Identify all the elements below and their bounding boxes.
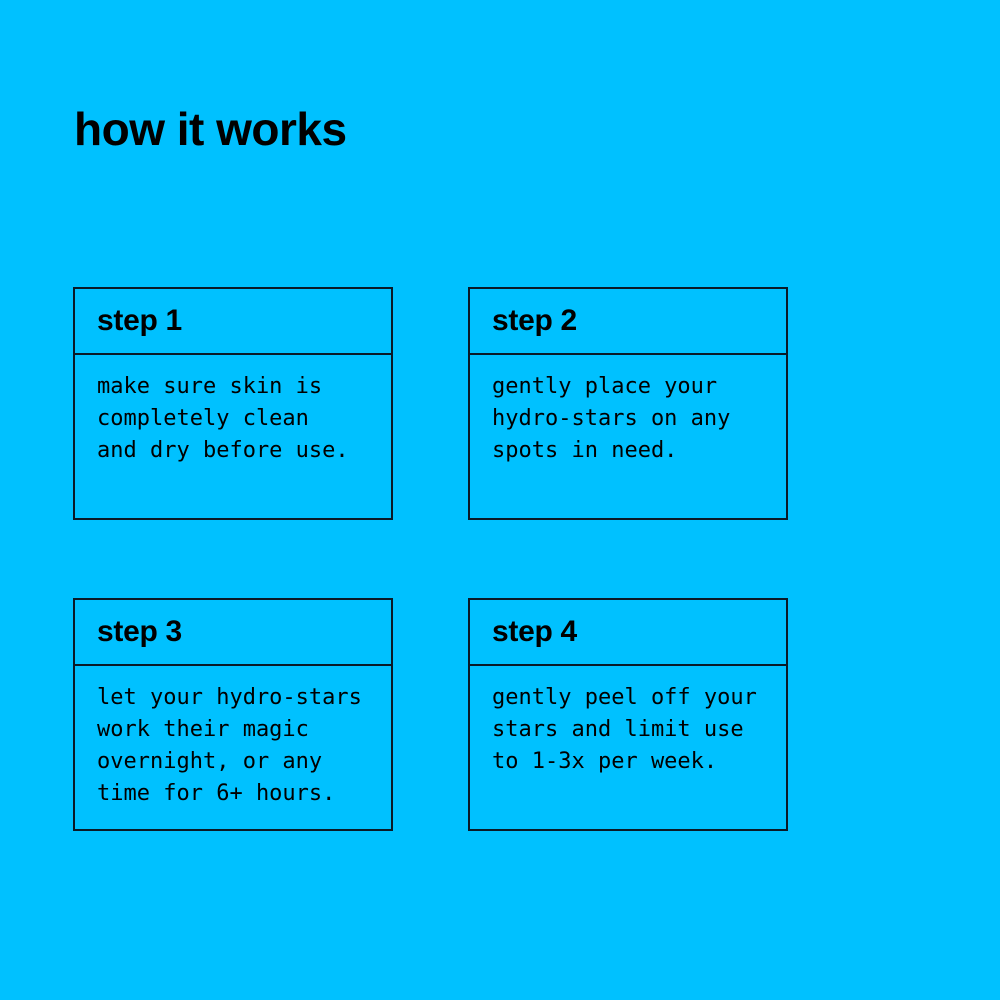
step-4-description: gently peel off your stars and limit use… — [492, 685, 757, 774]
step-4-label: step 4 — [492, 615, 577, 648]
step-card-2: step 2 gently place your hydro-stars on … — [468, 287, 788, 520]
step-card-3: step 3 let your hydro-stars work their m… — [73, 598, 393, 831]
step-card-3-header: step 3 — [75, 600, 391, 666]
step-card-4: step 4 gently peel off your stars and li… — [468, 598, 788, 831]
step-3-description: let your hydro-stars work their magic ov… — [97, 685, 362, 806]
step-1-description: make sure skin is completely clean and d… — [97, 374, 349, 463]
step-card-1: step 1 make sure skin is completely clea… — [73, 287, 393, 520]
step-2-label: step 2 — [492, 304, 577, 337]
step-card-2-header: step 2 — [470, 289, 786, 355]
step-card-1-header: step 1 — [75, 289, 391, 355]
step-2-description: gently place your hydro-stars on any spo… — [492, 374, 731, 463]
step-card-4-header: step 4 — [470, 600, 786, 666]
step-1-label: step 1 — [97, 304, 182, 337]
step-3-label: step 3 — [97, 615, 182, 648]
page-title: how it works — [74, 103, 347, 155]
steps-grid: step 1 make sure skin is completely clea… — [73, 287, 788, 831]
